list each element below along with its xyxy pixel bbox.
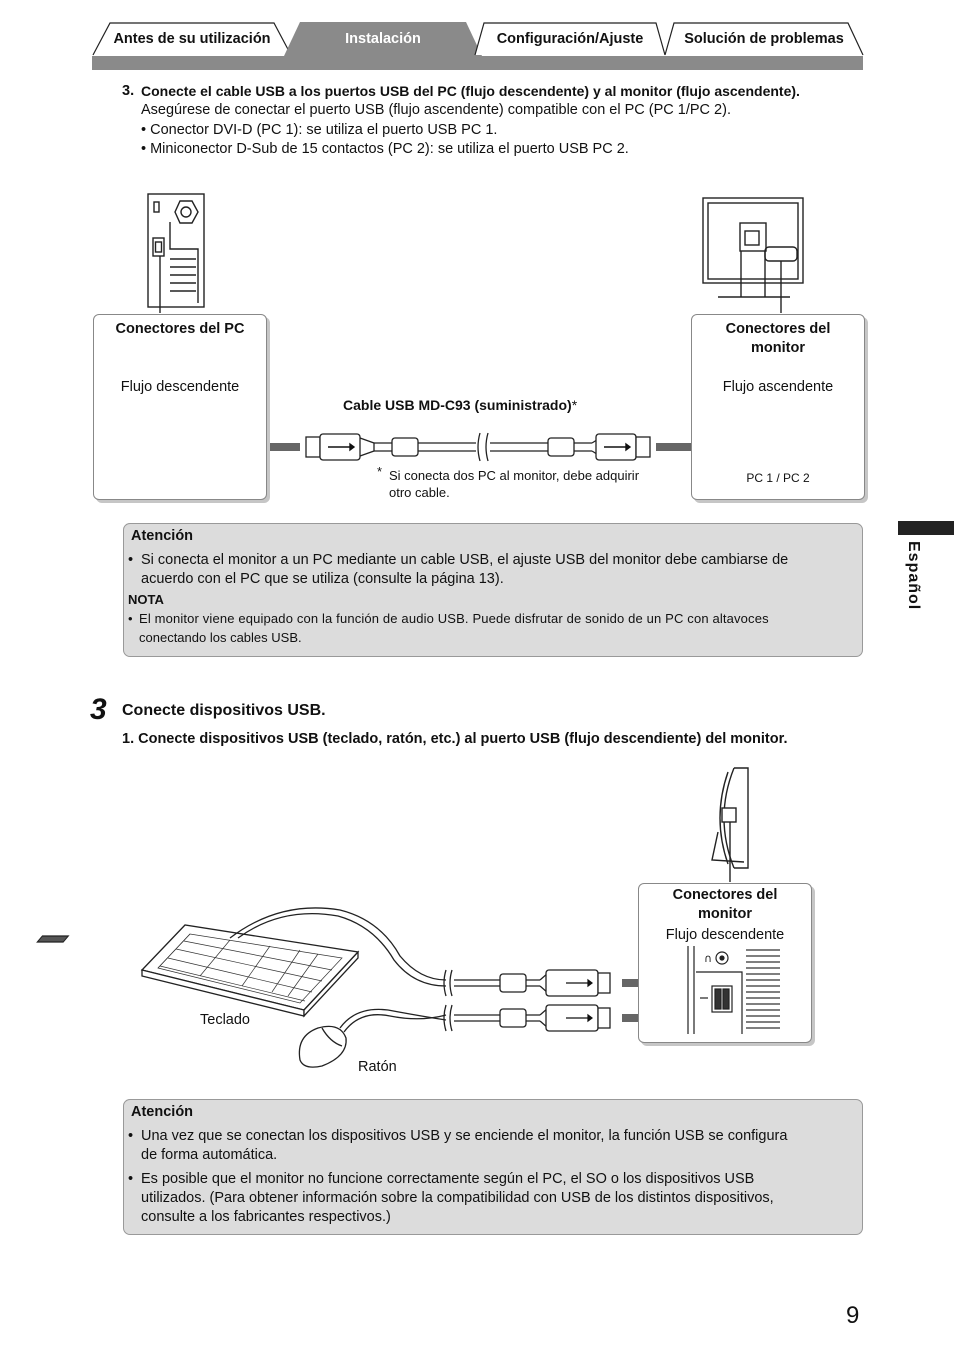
attention-heading: Atención	[131, 528, 194, 544]
language-label: Español	[905, 541, 922, 611]
pc-flow-label: Flujo descendente	[120, 379, 240, 395]
bullet: •	[128, 1128, 134, 1144]
monitor-flow-label: Flujo descendente	[665, 927, 785, 943]
tab-solucion[interactable]: Solución de problemas	[664, 22, 864, 56]
pc-ports-label: PC 1 / PC 2	[746, 471, 810, 485]
attention-text: Es posible que el monitor no funcione co…	[141, 1171, 755, 1187]
pc-connectors-box	[93, 314, 267, 500]
cable-label-text: Cable USB MD-C93 (suministrado)	[343, 397, 572, 413]
language-tab-marker	[898, 521, 954, 535]
step-number: 3.	[122, 83, 135, 99]
monitor-connectors-title: Conectores del	[672, 887, 778, 903]
nota-text: El monitor viene equipado con la función…	[139, 611, 769, 626]
bullet: •	[128, 552, 134, 568]
tab-label: Instalación	[345, 31, 421, 47]
monitor-port-panel-illustration: ∩	[687, 946, 780, 1034]
attention-text: utilizados. (Para obtener información so…	[141, 1190, 774, 1206]
footnote-star: *	[377, 464, 383, 479]
tab-antes[interactable]: Antes de su utilización	[92, 22, 292, 56]
footnote-line: Si conecta dos PC al monitor, debe adqui…	[389, 468, 640, 483]
attention-text: consulte a los fabricantes respectivos.)	[141, 1209, 391, 1225]
nota-text: conectando los cables USB.	[139, 630, 302, 645]
bullet: •	[128, 611, 133, 626]
page-number: 9	[846, 1302, 860, 1329]
tab-configuracion[interactable]: Configuración/Ajuste	[474, 22, 666, 56]
cable-label: Cable USB MD-C93 (suministrado)*	[343, 397, 577, 413]
tab-shape	[92, 22, 292, 56]
tab-label: Configuración/Ajuste	[496, 31, 644, 47]
step-text: Asegúrese de conectar el puerto USB (flu…	[141, 102, 731, 118]
keyboard-label: Teclado	[200, 1012, 250, 1028]
nota-heading: NOTA	[128, 592, 164, 607]
tab-label: Antes de su utilización	[113, 31, 271, 47]
monitor-connectors-title: monitor	[698, 906, 752, 922]
section-title: Conecte dispositivos USB.	[122, 702, 326, 719]
tab-shape	[284, 22, 482, 56]
tab-shape	[474, 22, 666, 56]
usb-symbol-icon	[566, 978, 593, 1023]
monitor-connectors-title: Conectores del	[725, 321, 831, 337]
usb-connection-diagram	[147, 193, 804, 462]
monitor-rear-illustration	[702, 197, 804, 313]
attention-box-1	[123, 523, 863, 657]
tab-instalacion[interactable]: Instalación	[284, 22, 482, 56]
keyboard-illustration	[36, 924, 360, 1018]
attention-text: acuerdo con el PC que se utiliza (consul…	[141, 571, 504, 587]
usb-cable-illustration	[305, 432, 651, 462]
bullet: •	[128, 1171, 134, 1187]
attention-heading: Atención	[131, 1104, 194, 1120]
attention-text: de forma automática.	[141, 1147, 278, 1163]
pc-tower-illustration	[147, 193, 205, 313]
monitor-side-illustration	[711, 767, 749, 882]
monitor-flow-label: Flujo ascendente	[722, 379, 834, 395]
tab-bar-baseline	[92, 56, 863, 70]
section-number: 3	[90, 693, 107, 726]
attention-box-2	[123, 1099, 863, 1235]
monitor-connectors-box	[691, 314, 865, 500]
mouse-illustration	[298, 1025, 347, 1068]
asterisk: *	[571, 397, 578, 413]
section-step: 1. Conecte dispositivos USB (teclado, ra…	[122, 731, 788, 747]
tab-shape	[664, 22, 864, 56]
tab-label: Solución de problemas	[684, 31, 844, 47]
mouse-label: Ratón	[358, 1059, 397, 1075]
attention-text: Una vez que se conectan los dispositivos…	[141, 1128, 788, 1144]
attention-text: Si conecta el monitor a un PC mediante u…	[141, 552, 789, 568]
footnote-line: otro cable.	[389, 485, 450, 500]
step-title: Conecte el cable USB a los puertos USB d…	[141, 83, 800, 99]
monitor-connectors-title: monitor	[751, 340, 805, 356]
step-bullet: • Conector DVI-D (PC 1): se utiliza el p…	[141, 122, 498, 138]
step-bullet: • Miniconector D-Sub de 15 contactos (PC…	[141, 141, 629, 157]
svg-text:∩: ∩	[704, 952, 712, 965]
pc-connectors-title: Conectores del PC	[115, 321, 245, 337]
